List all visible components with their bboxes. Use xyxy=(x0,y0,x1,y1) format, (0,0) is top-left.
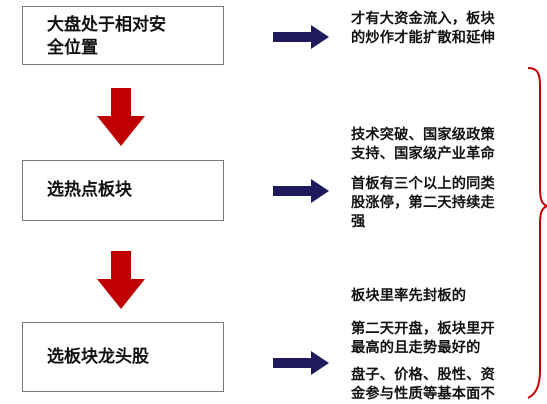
down-arrow-icon xyxy=(97,251,145,309)
step-label-leader-stock: 选板块龙头股 xyxy=(47,346,149,367)
down-arrow-icon xyxy=(97,88,145,146)
step-box-leader-stock: 选板块龙头股 xyxy=(22,322,224,392)
right-arrow-icon xyxy=(273,351,329,375)
step-label-market-position: 大盘处于相对安 全位置 xyxy=(47,15,166,58)
step-box-hot-sector: 选热点板块 xyxy=(22,160,224,221)
step-label-hot-sector: 选热点板块 xyxy=(47,180,132,200)
right-brace xyxy=(527,67,547,399)
note-fundamentals: 盘子、价格、股性、资 金参与性质等基本面不 xyxy=(351,367,495,402)
note-first-sealed: 板块里率先封板的 xyxy=(351,288,467,304)
right-arrow-icon xyxy=(273,179,329,203)
step-box-market-position: 大盘处于相对安 全位置 xyxy=(22,6,224,65)
note-policy-support: 技术突破、国家级政策 支持、国家级产业革命 xyxy=(351,127,495,162)
note-capital-inflow: 才有大资金流入，板块 的炒作才能扩散和延伸 xyxy=(351,11,495,46)
note-highest-open: 第二天开盘，板块里开 最高的且走势最好的 xyxy=(351,321,495,356)
right-arrow-icon xyxy=(273,25,329,49)
note-first-board: 首板有三个以上的同类 股涨停，第二天持续走 强 xyxy=(351,176,495,230)
